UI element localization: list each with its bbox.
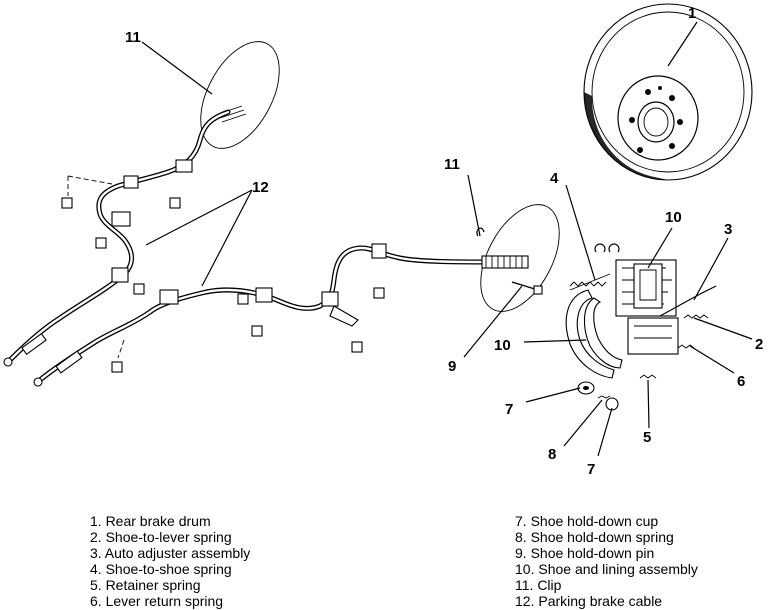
callout-9: 9 xyxy=(448,358,456,375)
legend-left: 1. Rear brake drum 2. Shoe-to-lever spri… xyxy=(90,513,250,609)
callout-2: 2 xyxy=(755,336,763,353)
callout-8: 8 xyxy=(548,446,556,463)
leader-6 xyxy=(689,345,735,374)
leader-5 xyxy=(647,379,650,429)
legend-item-3: 3. Auto adjuster assembly xyxy=(90,545,251,561)
callout-11b: 11 xyxy=(444,156,460,173)
backing-plate-outline-right xyxy=(480,204,560,312)
legend-item-10: 10. Shoe and lining assembly xyxy=(515,561,698,577)
rear-brake-drum xyxy=(583,3,753,181)
leader-10a xyxy=(647,227,673,269)
leader-8 xyxy=(563,399,603,447)
callout-10a: 10 xyxy=(665,209,682,226)
leader-12b xyxy=(201,189,253,287)
leader-12a xyxy=(145,189,253,246)
leader-2 xyxy=(693,317,753,340)
leader-10b xyxy=(523,339,587,343)
legend-item-12: 12. Parking brake cable xyxy=(515,593,663,609)
callout-12: 12 xyxy=(252,179,269,196)
legend-item-6: 6. Lever return spring xyxy=(90,593,224,609)
legend-item-2: 2. Shoe-to-lever spring xyxy=(90,529,232,545)
leader-11b xyxy=(467,174,481,237)
legend-item-1: 1. Rear brake drum xyxy=(90,513,211,529)
callout-5: 5 xyxy=(643,429,651,446)
callout-10b: 10 xyxy=(494,337,511,354)
legend-item-11: 11. Clip xyxy=(515,577,562,593)
leader-7b xyxy=(597,407,613,457)
legend-item-9: 9. Shoe hold-down pin xyxy=(515,545,655,561)
legend-item-4: 4. Shoe-to-shoe spring xyxy=(90,561,232,577)
callout-6: 6 xyxy=(737,373,745,390)
legend-item-8: 8. Shoe hold-down spring xyxy=(515,529,674,545)
callout-11a: 11 xyxy=(125,29,141,46)
callout-4: 4 xyxy=(550,170,559,187)
leader-7a xyxy=(525,387,581,403)
legend-item-7: 7. Shoe hold-down cup xyxy=(515,513,659,529)
legend-item-5: 5. Retainer spring xyxy=(90,577,201,593)
parking-brake-cables xyxy=(3,105,529,387)
brake-shoe-assembly xyxy=(476,227,717,411)
leader-9 xyxy=(463,285,523,358)
backing-plate-outline-left xyxy=(200,41,280,149)
leader-4 xyxy=(565,184,596,281)
leader-1 xyxy=(667,21,698,67)
callout-7a: 7 xyxy=(505,401,513,418)
leader-3 xyxy=(693,237,729,301)
leader-11a xyxy=(141,41,213,95)
callout-1: 1 xyxy=(688,5,696,22)
callout-3: 3 xyxy=(724,221,732,238)
callout-7b: 7 xyxy=(587,461,595,478)
legend-right: 7. Shoe hold-down cup 8. Shoe hold-down … xyxy=(515,513,698,609)
